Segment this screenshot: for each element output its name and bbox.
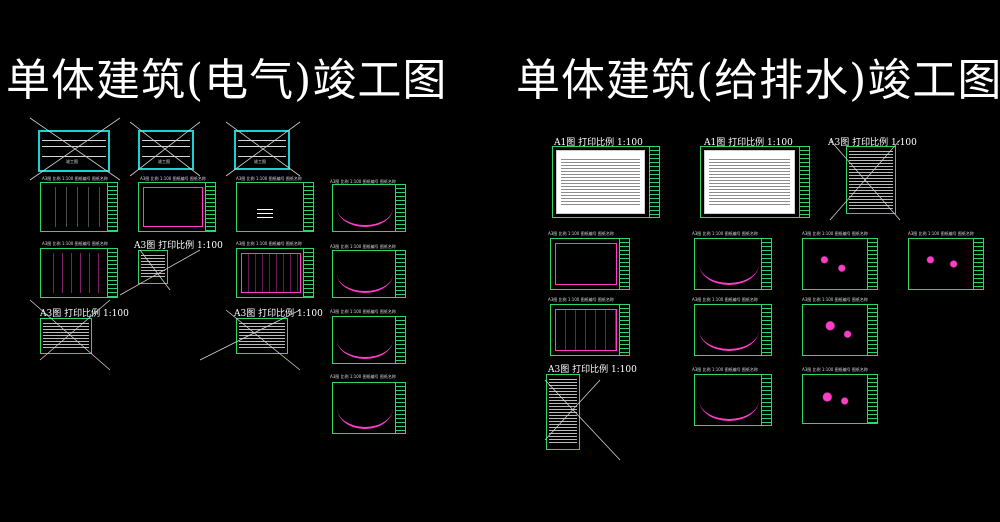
drawing-sheet[interactable] (694, 304, 772, 356)
drawing-sheet[interactable] (138, 182, 216, 232)
a3-sheet[interactable] (236, 318, 288, 354)
sheet-caption: A3图 比例 1:100 图纸编号 图纸名称 (42, 241, 108, 246)
title-plumbing: 单体建筑(给排水)竣工图 (516, 55, 1000, 106)
drawing-sheet[interactable] (550, 304, 630, 356)
drawing-sheet[interactable] (694, 238, 772, 290)
sheet-caption: A3图 比例 1:100 图纸编号 图纸名称 (802, 367, 868, 372)
sheet-caption: A3图 比例 1:100 图纸编号 图纸名称 (548, 231, 614, 236)
drawing-sheet[interactable] (236, 182, 314, 232)
sheet-caption: A3图 比例 1:100 图纸编号 图纸名称 (236, 176, 302, 181)
sheet-caption: A3图 比例 1:100 图纸编号 图纸名称 (330, 309, 396, 314)
sheet-caption: A3图 比例 1:100 图纸编号 图纸名称 (802, 297, 868, 302)
drawing-sheet[interactable] (40, 248, 118, 298)
a3-sheet[interactable] (846, 146, 896, 214)
sheet-caption: A3图 比例 1:100 图纸编号 图纸名称 (802, 231, 868, 236)
a3-sheet[interactable] (138, 250, 168, 284)
drawing-sheet[interactable] (908, 238, 984, 290)
a3-sheet[interactable] (546, 374, 580, 450)
sheet-caption: A3图 比例 1:100 图纸编号 图纸名称 (330, 244, 396, 249)
drawing-sheet[interactable] (802, 374, 878, 424)
scale-label: A1图 打印比例 1:100 (554, 138, 643, 148)
sheet-caption: A3图 比例 1:100 图纸编号 图纸名称 (236, 241, 302, 246)
scale-label: A1图 打印比例 1:100 (704, 138, 793, 148)
scale-label: A3图 打印比例 1:100 (548, 365, 637, 375)
drawing-sheet[interactable] (236, 248, 314, 298)
sheet-caption: A3图 比例 1:100 图纸编号 图纸名称 (330, 374, 396, 379)
sheet-caption: A3图 比例 1:100 图纸编号 图纸名称 (692, 231, 758, 236)
drawing-sheet[interactable] (332, 250, 406, 298)
sheet-caption: A3图 比例 1:100 图纸编号 图纸名称 (330, 179, 396, 184)
a3-sheet[interactable] (40, 318, 92, 354)
a1-sheet[interactable] (700, 146, 810, 218)
cover-sheet[interactable]: 竣工图 (138, 130, 194, 170)
drawing-sheet[interactable] (802, 238, 878, 290)
cover-text: 竣工图 (66, 159, 78, 164)
cover-text: 竣工图 (254, 159, 266, 164)
drawing-sheet[interactable] (802, 304, 878, 356)
a1-sheet[interactable] (552, 146, 660, 218)
sheet-caption: A3图 比例 1:100 图纸编号 图纸名称 (908, 231, 974, 236)
drawing-sheet[interactable] (550, 238, 630, 290)
title-electrical: 单体建筑(电气)竣工图 (6, 55, 448, 106)
sheet-caption: A3图 比例 1:100 图纸编号 图纸名称 (140, 176, 206, 181)
drawing-sheet[interactable] (332, 382, 406, 434)
cover-sheet[interactable]: 竣工图 (38, 130, 110, 172)
cover-sheet[interactable]: 竣工图 (234, 130, 290, 170)
scale-label: A3图 打印比例 1:100 (134, 241, 223, 251)
sheet-caption: A3图 比例 1:100 图纸编号 图纸名称 (692, 367, 758, 372)
sheet-caption: A3图 比例 1:100 图纸编号 图纸名称 (548, 297, 614, 302)
sheet-caption: A3图 比例 1:100 图纸编号 图纸名称 (692, 297, 758, 302)
drawing-sheet[interactable] (694, 374, 772, 426)
drawing-sheet[interactable] (332, 316, 406, 364)
drawing-sheet[interactable] (332, 184, 406, 232)
cover-text: 竣工图 (158, 159, 170, 164)
drawing-sheet[interactable] (40, 182, 118, 232)
